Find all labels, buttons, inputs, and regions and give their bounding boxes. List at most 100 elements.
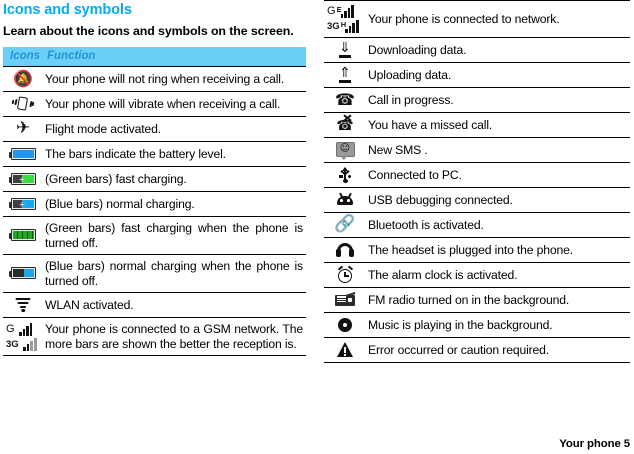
row-text: (Green bars) fast charging. xyxy=(43,166,306,192)
icon-cell xyxy=(3,254,43,293)
headset-icon xyxy=(336,242,354,257)
row-text: Bluetooth is activated. xyxy=(366,212,630,238)
vibrate-icon xyxy=(11,96,35,111)
table-row: USB debugging connected. xyxy=(324,187,630,213)
table-row: Connected to PC. xyxy=(324,162,630,188)
table-row: ⇑ Uploading data. xyxy=(324,62,630,88)
row-text: Your phone will not ring when receiving … xyxy=(43,66,306,92)
row-text: The bars indicate the battery level. xyxy=(43,141,306,167)
battery-full-icon xyxy=(8,147,36,160)
icon-cell xyxy=(3,216,43,255)
row-text: Connected to PC. xyxy=(366,162,630,188)
row-text: Call in progress. xyxy=(366,87,630,113)
icon-cell: + xyxy=(3,166,43,192)
table-row: FM radio turned on in the background. xyxy=(324,287,630,313)
icon-cell: ⇓ xyxy=(324,37,366,63)
icon-cell xyxy=(324,237,366,263)
row-text: New SMS . xyxy=(366,137,630,163)
row-text: (Blue bars) normal charging when the pho… xyxy=(43,254,306,293)
page-footer: Your phone 5 xyxy=(559,438,630,450)
battery-fast-charging-icon: + xyxy=(8,172,36,185)
table-row: The alarm clock is activated. xyxy=(324,262,630,288)
gsm-signal-icon: G xyxy=(3,322,43,337)
gsm-label-g: G xyxy=(6,322,15,335)
row-text: The alarm clock is activated. xyxy=(366,262,630,288)
table-row: ⇓ Downloading data. xyxy=(324,37,630,63)
icon-cell xyxy=(3,91,43,117)
row-text: The headset is plugged into the phone. xyxy=(366,237,630,263)
battery-fast-charging-off-icon xyxy=(8,229,36,242)
column-header-function: Function xyxy=(47,50,96,62)
row-text: Flight mode activated. xyxy=(43,116,306,142)
wifi-icon xyxy=(15,297,31,313)
table-row: Error occurred or caution required. xyxy=(324,337,630,363)
mute-bell-icon: 🔕 xyxy=(13,68,33,88)
missed-call-icon: ☎ xyxy=(336,114,354,133)
table-row: The bars indicate the battery level. xyxy=(3,141,306,167)
icon-cell: ⇑ xyxy=(324,62,366,88)
signal-bars-weak-icon xyxy=(23,337,38,351)
usb-debugging-icon xyxy=(336,193,354,206)
left-column: Icons and symbols Learn about the icons … xyxy=(3,0,306,356)
alarm-clock-icon xyxy=(337,265,353,283)
icon-cell: ☎ xyxy=(324,87,366,113)
table-row: ✈ Flight mode activated. xyxy=(3,116,306,142)
icon-cell: ☎ xyxy=(324,112,366,138)
icon-cell xyxy=(3,292,43,318)
table-row: (Blue bars) normal charging when the pho… xyxy=(3,254,306,293)
table-row: ☎ You have a missed call. xyxy=(324,112,630,138)
icon-cell: G 3G xyxy=(3,317,43,356)
icon-cell: 🔕 xyxy=(3,66,43,92)
icon-cell xyxy=(324,162,366,188)
icons-table-left: Icons Function 🔕 Your phone will not rin… xyxy=(3,47,306,356)
row-text: FM radio turned on in the background. xyxy=(366,287,630,313)
table-row: 🔗 Bluetooth is activated. xyxy=(324,212,630,238)
gsm-label-3g: 3G xyxy=(6,338,19,350)
row-text: Downloading data. xyxy=(366,37,630,63)
table-row: ☎ Call in progress. xyxy=(324,87,630,113)
signal-bars-icon xyxy=(340,5,356,18)
right-column: GE 3GH Your phone is connected to networ… xyxy=(324,0,630,363)
network-data-signal-3g-icon: 3GH xyxy=(324,19,366,34)
table-row: Your phone will vibrate when receiving a… xyxy=(3,91,306,117)
row-text: (Green bars) fast charging when the phon… xyxy=(43,216,306,255)
page-title: Icons and symbols xyxy=(3,2,132,18)
icon-cell xyxy=(3,141,43,167)
row-text: Uploading data. xyxy=(366,62,630,88)
icon-cell xyxy=(324,187,366,213)
table-header-row: Icons Function xyxy=(3,47,306,67)
table-row: Music is playing in the background. xyxy=(324,312,630,338)
music-icon xyxy=(338,317,352,332)
download-icon: ⇓ xyxy=(339,39,351,58)
row-text: WLAN activated. xyxy=(43,292,306,318)
icon-cell: + xyxy=(3,191,43,217)
icon-cell xyxy=(324,262,366,288)
row-text: Your phone is connected to network. xyxy=(366,0,630,38)
page-intro: Learn about the icons and symbols on the… xyxy=(3,24,294,38)
row-text: Music is playing in the background. xyxy=(366,312,630,338)
icons-table-right: GE 3GH Your phone is connected to networ… xyxy=(324,0,630,363)
network-label-g: G xyxy=(327,5,336,17)
row-text: Error occurred or caution required. xyxy=(366,337,630,363)
row-text: Your phone is connected to a GSM network… xyxy=(43,317,306,356)
table-row: + (Green bars) fast charging. xyxy=(3,166,306,192)
table-row: The headset is plugged into the phone. xyxy=(324,237,630,263)
table-row: G 3G Your phone is connected to a GSM ne… xyxy=(3,317,306,356)
table-row: 🔕 Your phone will not ring when receivin… xyxy=(3,66,306,92)
airplane-icon: ✈ xyxy=(15,118,31,139)
row-text: USB debugging connected. xyxy=(366,187,630,213)
row-text: You have a missed call. xyxy=(366,112,630,138)
call-in-progress-icon: ☎ xyxy=(335,89,355,109)
network-label-3g: 3G xyxy=(327,21,340,32)
icon-cell: 🔗 xyxy=(324,212,366,238)
fm-radio-icon xyxy=(335,292,356,307)
row-text: Your phone will vibrate when receiving a… xyxy=(43,91,306,117)
icon-cell xyxy=(324,312,366,338)
warning-icon xyxy=(336,342,354,358)
usb-connected-icon xyxy=(339,166,352,183)
gsm-signal-3g-icon: 3G xyxy=(3,337,43,352)
column-header-icons: Icons xyxy=(10,50,41,62)
table-row: + (Blue bars) normal charging. xyxy=(3,191,306,217)
icon-cell xyxy=(324,337,366,363)
